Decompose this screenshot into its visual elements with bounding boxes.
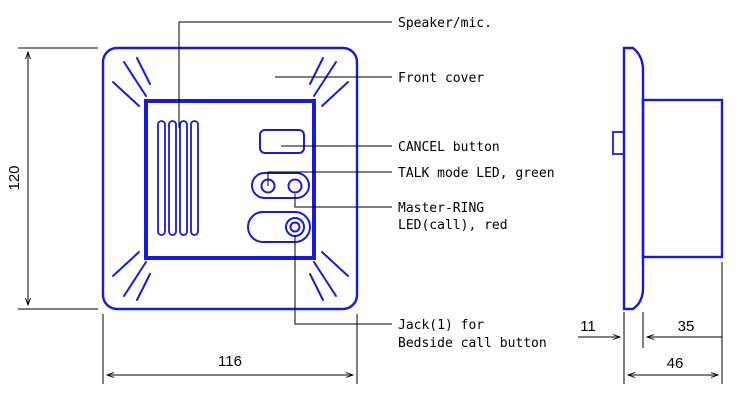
talk-led-right <box>287 178 303 194</box>
side-cover-profile <box>622 46 645 311</box>
side-tab <box>612 131 625 155</box>
label-front-cover: Front cover <box>398 71 484 86</box>
dim-width: 116 <box>218 353 242 370</box>
dim-total-depth: 46 <box>667 355 684 372</box>
label-talk-led: TALK mode LED, green <box>398 166 555 181</box>
side-view <box>612 46 724 311</box>
label-speaker-mic: Speaker/mic. <box>398 16 492 31</box>
speaker-grille <box>157 120 199 236</box>
corner-slits <box>112 57 349 301</box>
cancel-button-shape <box>259 129 305 154</box>
label-jack-2: Bedside call button <box>398 336 547 351</box>
jack-inner <box>289 221 301 233</box>
jack-outer <box>285 217 305 237</box>
label-master-ring-1: Master-RING <box>398 201 484 216</box>
label-jack-1: Jack(1) for <box>398 318 484 333</box>
label-master-ring-2: LED(call), red <box>398 218 508 233</box>
leader-lines <box>178 21 392 325</box>
dim-height: 120 <box>6 165 23 190</box>
label-cancel-button: CANCEL button <box>398 140 500 155</box>
talk-led-housing <box>251 172 310 199</box>
front-view <box>101 46 359 311</box>
side-body <box>641 98 724 259</box>
front-cover-outline <box>101 46 359 311</box>
dimension-lines <box>18 47 723 384</box>
inner-panel <box>144 99 316 260</box>
jack-housing <box>247 211 311 243</box>
dim-front-depth: 11 <box>580 318 596 335</box>
dim-body-depth: 35 <box>678 318 695 335</box>
